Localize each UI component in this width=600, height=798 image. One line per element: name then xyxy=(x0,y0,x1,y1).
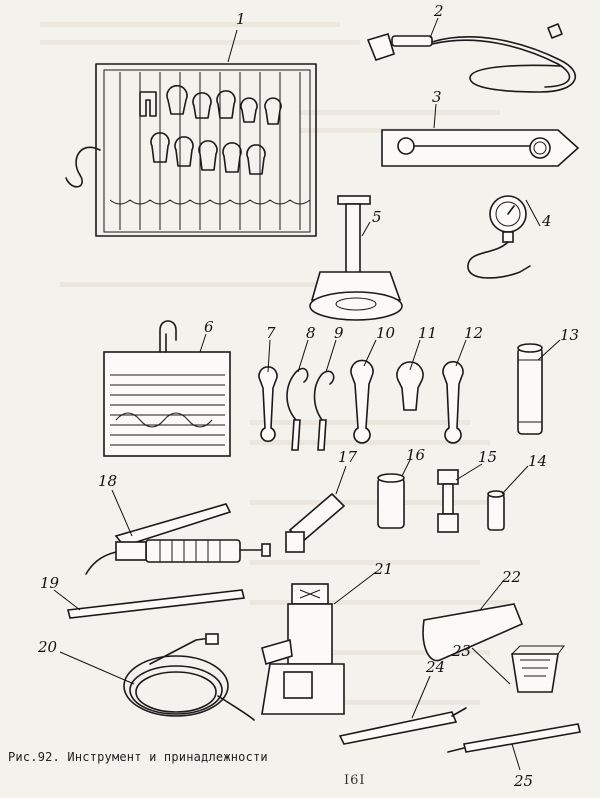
item-4-pressure-gauge: 4 xyxy=(467,195,552,279)
label-10: 10 xyxy=(376,324,396,342)
item-12-wrench: 12 xyxy=(442,324,483,444)
label-16: 16 xyxy=(406,446,426,464)
item-15-box-spanner: 15 xyxy=(437,448,497,533)
item-6-tool-pouch: 6 xyxy=(103,318,231,457)
item-25-punch: 25 xyxy=(447,723,581,790)
label-23: 23 xyxy=(451,642,471,660)
item-5-puller: 5 xyxy=(309,195,403,321)
label-22: 22 xyxy=(501,568,521,586)
label-5: 5 xyxy=(372,208,382,226)
label-7: 7 xyxy=(266,324,276,342)
label-3: 3 xyxy=(432,88,442,106)
label-17: 17 xyxy=(338,448,358,466)
item-2-portable-lamp: 2 xyxy=(366,2,577,93)
item-1-tool-bag: 1 xyxy=(65,10,317,237)
item-16-socket: 16 xyxy=(377,446,426,529)
item-10-wrench: 10 xyxy=(350,324,396,444)
item-17-l-wrench: 17 xyxy=(285,448,358,553)
label-18: 18 xyxy=(98,472,117,490)
label-9: 9 xyxy=(334,324,344,342)
item-7-wrench: 7 xyxy=(258,324,278,443)
label-1: 1 xyxy=(236,10,246,28)
label-15: 15 xyxy=(478,448,497,466)
label-20: 20 xyxy=(37,638,58,656)
label-21: 21 xyxy=(373,560,393,578)
label-25: 25 xyxy=(513,772,533,790)
label-4: 4 xyxy=(541,212,552,230)
figure-caption: Рис.92. Инструмент и принадлежности xyxy=(8,750,268,764)
item-11-wrench: 11 xyxy=(396,324,437,411)
label-2: 2 xyxy=(433,2,444,20)
item-9-hook-wrench: 9 xyxy=(313,324,344,451)
item-13-tube: 13 xyxy=(517,326,579,435)
label-14: 14 xyxy=(528,452,547,470)
label-11: 11 xyxy=(418,324,437,342)
label-13: 13 xyxy=(560,326,579,344)
label-24: 24 xyxy=(425,658,445,676)
item-8-hook-wrench: 8 xyxy=(286,324,316,451)
item-23-container: 23 xyxy=(451,642,565,693)
item-24-tire-lever: 24 xyxy=(338,658,467,745)
item-22-funnel: 22 xyxy=(422,568,524,662)
item-21-hydraulic-jack: 21 xyxy=(261,560,393,715)
item-3-screwdriver-case: 3 xyxy=(381,88,580,167)
item-19-pry-bar: 19 xyxy=(40,574,245,619)
label-6: 6 xyxy=(204,318,214,336)
item-14-socket-small: 14 xyxy=(487,452,547,531)
page-number: I6I xyxy=(344,773,366,788)
label-19: 19 xyxy=(40,574,60,592)
item-20-inflation-hose: 20 xyxy=(37,633,255,721)
item-18-grease-gun: 18 xyxy=(85,472,271,575)
label-8: 8 xyxy=(306,324,316,342)
label-12: 12 xyxy=(464,324,483,342)
